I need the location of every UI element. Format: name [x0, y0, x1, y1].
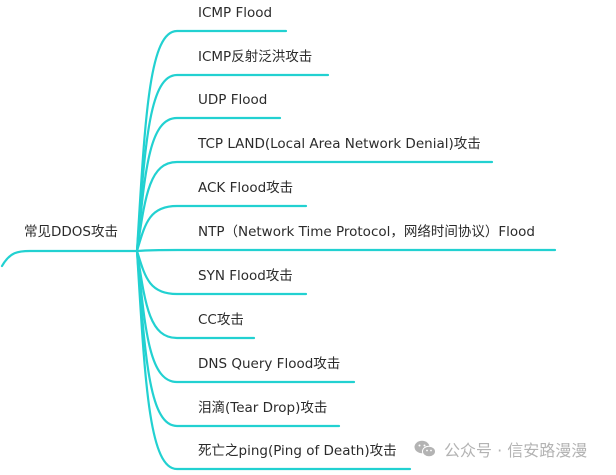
- branch-node-label[interactable]: ACK Flood攻击: [198, 180, 293, 196]
- branch-node-label[interactable]: CC攻击: [198, 312, 244, 328]
- root-node-label[interactable]: 常见DDOS攻击: [24, 224, 118, 240]
- branch-node-label[interactable]: 死亡之ping(Ping of Death)攻击: [198, 443, 397, 459]
- branch-edge: [135, 249, 412, 471]
- branch-node-label[interactable]: SYN Flood攻击: [198, 268, 293, 284]
- branch-node-label[interactable]: TCP LAND(Local Area Network Denial)攻击: [197, 136, 481, 152]
- branch-edge: [135, 204, 308, 253]
- branch-edge: [135, 160, 494, 253]
- branch-node-label[interactable]: NTP（Network Time Protocol，网络时间协议）Flood: [198, 224, 535, 240]
- branch-node-label[interactable]: ICMP反射泛洪攻击: [198, 49, 312, 65]
- wechat-icon: [414, 440, 436, 458]
- branch-node-label[interactable]: 泪滴(Tear Drop)攻击: [198, 399, 327, 416]
- branch-edge: [135, 116, 282, 253]
- branch-node-label[interactable]: DNS Query Flood攻击: [198, 356, 340, 372]
- branch-edge: [135, 248, 557, 253]
- watermark-text: 公众号 · 信安路漫漫: [444, 441, 588, 460]
- branch-edge: [135, 249, 308, 296]
- watermark: 公众号 · 信安路漫漫: [414, 437, 587, 461]
- branch-node-label[interactable]: ICMP Flood: [198, 5, 272, 21]
- root-edge: [0, 249, 139, 268]
- edges-layer: [0, 29, 557, 471]
- branch-node-label[interactable]: UDP Flood: [198, 92, 267, 108]
